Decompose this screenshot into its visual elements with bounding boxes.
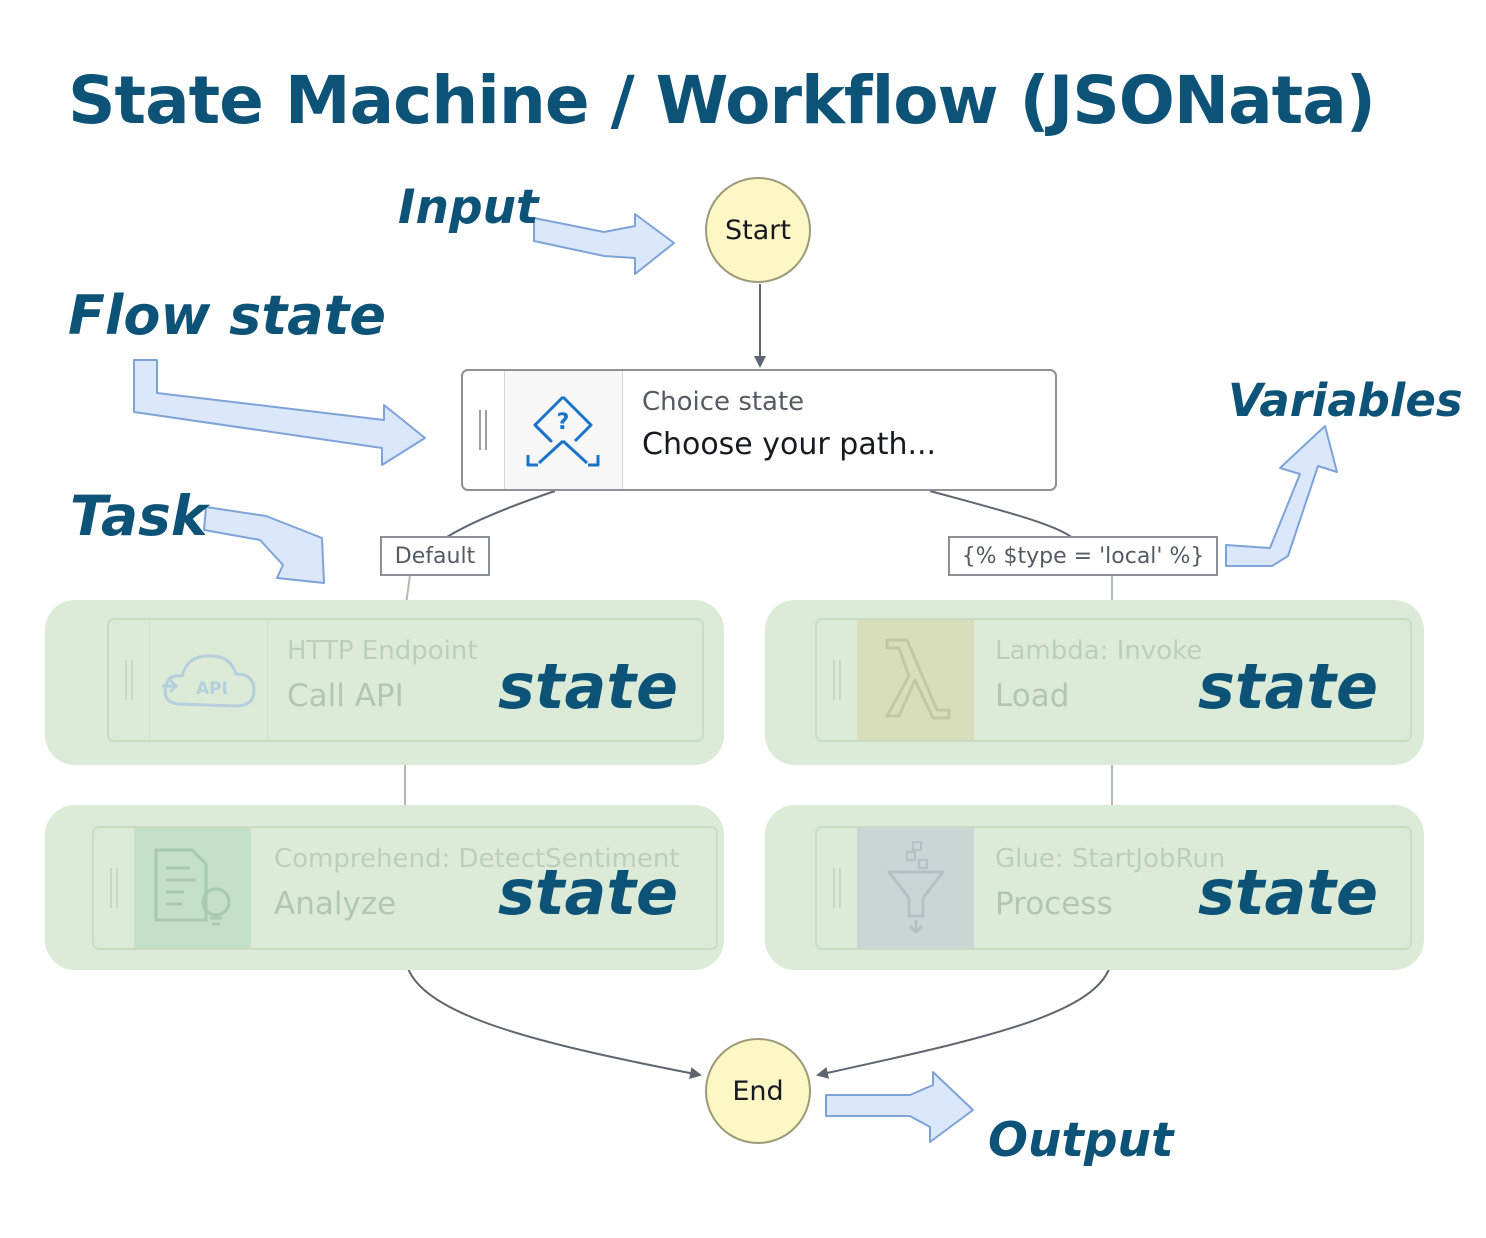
- flow-state-arrow-icon: [133, 359, 426, 466]
- edge-label-condition[interactable]: {% $type = 'local' %}: [948, 536, 1218, 576]
- end-node[interactable]: End: [705, 1038, 811, 1144]
- annotation-flow-state: Flow state: [68, 284, 387, 347]
- state-overlay-label: state: [498, 650, 679, 723]
- start-node[interactable]: Start: [705, 177, 811, 283]
- task-arrow-icon: [203, 506, 325, 584]
- svg-text:?: ?: [557, 410, 570, 435]
- variables-arrow-icon: [1225, 425, 1338, 567]
- api-icon-text: API: [196, 679, 228, 699]
- drag-handle-icon[interactable]: [94, 828, 134, 948]
- input-arrow-icon: [533, 213, 675, 275]
- drag-handle-icon[interactable]: [817, 828, 857, 948]
- edge-analyze-end: [403, 948, 702, 1079]
- task-type-label: Lambda: Invoke: [995, 636, 1203, 666]
- task-name-label: Process: [995, 886, 1113, 922]
- state-overlay-label: state: [1198, 856, 1379, 929]
- annotation-output: Output: [988, 1113, 1174, 1168]
- task-type-label: HTTP Endpoint: [287, 636, 478, 666]
- task-comprehend[interactable]: Comprehend: DetectSentiment Analyze: [92, 826, 718, 950]
- start-label: Start: [725, 214, 791, 246]
- edge-label-default[interactable]: Default: [380, 536, 490, 576]
- edge-choice-condition: [929, 490, 1076, 541]
- task-name-label: Call API: [287, 678, 404, 714]
- task-http-endpoint[interactable]: API HTTP Endpoint Call API: [107, 618, 704, 742]
- funnel-icon: [857, 828, 974, 948]
- task-glue-startjobrun[interactable]: Glue: StartJobRun Process: [815, 826, 1412, 950]
- state-overlay-label: state: [498, 856, 679, 929]
- choice-icon-box: ?: [504, 371, 623, 489]
- state-overlay-label: state: [1198, 650, 1379, 723]
- choice-state-node[interactable]: ? Choice state Choose your path...: [461, 369, 1057, 491]
- end-label: End: [732, 1075, 784, 1107]
- drag-handle-icon[interactable]: [817, 620, 857, 740]
- task-name-label: Load: [995, 678, 1070, 714]
- drag-handle-icon[interactable]: [109, 620, 149, 740]
- task-group-http: [45, 600, 724, 765]
- choice-name-label: Choose your path...: [642, 427, 937, 462]
- edge-process-end: [816, 948, 1114, 1079]
- drag-handle-icon[interactable]: [463, 371, 503, 489]
- page-title: State Machine / Workflow (JSONata): [68, 62, 1376, 139]
- annotation-variables: Variables: [1228, 374, 1463, 427]
- lambda-icon: [857, 620, 974, 740]
- choice-type-label: Choice state: [642, 387, 805, 417]
- annotation-task: Task: [70, 484, 208, 548]
- task-type-label: Glue: StartJobRun: [995, 844, 1226, 874]
- task-lambda-invoke[interactable]: Lambda: Invoke Load: [815, 618, 1412, 742]
- output-arrow-icon: [825, 1071, 974, 1143]
- api-cloud-icon: API: [149, 620, 268, 740]
- document-lightbulb-icon: [134, 828, 251, 948]
- choice-diamond-icon: ?: [526, 395, 600, 467]
- annotation-input: Input: [398, 180, 539, 235]
- task-name-label: Analyze: [274, 886, 397, 922]
- task-type-label: Comprehend: DetectSentiment: [274, 844, 680, 874]
